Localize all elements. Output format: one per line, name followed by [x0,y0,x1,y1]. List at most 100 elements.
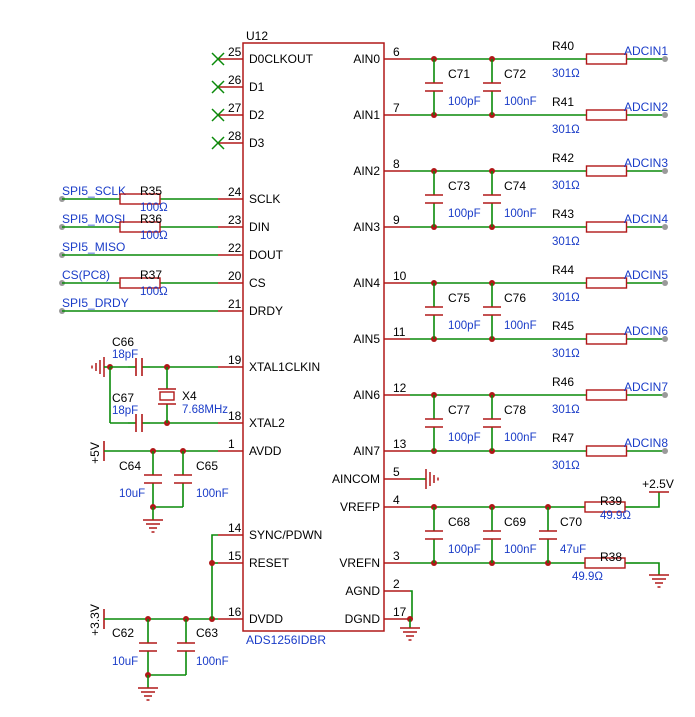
power-rail-label: +2.5V [642,477,674,491]
capacitor-refdes: C62 [112,626,134,640]
resistor-refdes: R47 [552,431,574,445]
ic-part-number: ADS1256IDBR [246,633,326,647]
power-rail-label: +3.3V [88,604,102,636]
pin-number: 22 [228,241,242,255]
pin-name: AIN4 [353,276,380,290]
net-port [662,336,668,342]
resistor-body [119,221,161,233]
ground-icon [425,469,439,489]
capacitor-refdes: C77 [448,403,470,417]
pin-number: 5 [393,465,400,479]
resistor-refdes: R41 [552,95,574,109]
net-port [662,56,668,62]
pin-number: 17 [393,605,407,619]
net-port [662,280,668,286]
pin-name: DIN [249,220,270,234]
capacitor-refdes: C72 [504,67,526,81]
pin-name: VREFP [340,500,380,514]
pin-name: D3 [249,136,265,150]
resistor-body [119,277,161,289]
pin-name: DGND [345,612,381,626]
capacitor-refdes: C68 [448,515,470,529]
pin-number: 6 [393,45,400,59]
pin-name: XTAL2 [249,416,285,430]
pin-number: 19 [228,353,242,367]
pin-name: SYNC/PDWN [249,528,322,542]
analog-input-filter: C71100pFC72100nFR40301ΩR41301ΩADCIN1ADCI… [410,39,668,136]
ground-icon [649,574,669,588]
wire [640,562,660,575]
pin-number: 14 [228,521,242,535]
resistor-refdes: R42 [552,151,574,165]
pin-name: AIN5 [353,332,380,346]
capacitor-value: 10uF [112,656,138,668]
power-rail-label: +5V [88,442,102,464]
net-label: SPI5_MOSI [62,212,125,226]
pin-number: 20 [228,269,242,283]
pin-number: 7 [393,101,400,115]
capacitor-refdes: C67 [112,391,134,405]
resistor-value: 301Ω [552,348,580,360]
capacitor-value: 100nF [504,320,537,332]
aincom-ground [410,469,439,489]
no-connect-icon [211,136,225,150]
capacitor-value: 100nF [504,544,537,556]
resistor-body [585,333,628,345]
pin-number: 26 [228,73,242,87]
capacitor-value: 10uF [119,488,145,500]
resistor-value: 100Ω [140,230,168,242]
vref-network: +2.5VR3949.9ΩR3849.9ΩC68100pFC69100nFC70… [410,477,674,588]
net-port [662,168,668,174]
resistor-value: 100Ω [140,202,168,214]
ground-icon [400,627,420,641]
pin-name: DOUT [249,248,284,262]
pin-name: AIN0 [353,52,380,66]
resistor-value: 301Ω [552,180,580,192]
resistor-refdes: R45 [552,319,574,333]
resistor-body [585,53,628,65]
capacitor-value: 18pF [112,405,138,417]
pin-name: AINCOM [332,472,380,486]
capacitor-refdes: C71 [448,67,470,81]
pin-number: 18 [228,409,242,423]
pin-number: 11 [393,325,406,339]
capacitor-refdes: C70 [560,515,582,529]
spi-net: SPI5_DRDY [59,296,218,314]
pin-number: 9 [393,213,400,227]
capacitor-refdes: C63 [196,626,218,640]
net-port [662,224,668,230]
net-label: CS(PC8) [62,268,110,282]
pin-number: 23 [228,213,242,227]
pin-name: AIN3 [353,220,380,234]
capacitor-value: 100pF [448,544,481,556]
resistor-value: 49.9Ω [572,571,603,583]
digital-ground [400,590,420,641]
pin-number: 15 [228,549,242,563]
pin-name: VREFN [339,556,380,570]
analog-input-filter: C77100pFC78100nFR46301ΩR47301ΩADCIN7ADCI… [410,375,668,472]
resistor-value: 301Ω [552,124,580,136]
pin-number: 28 [228,129,242,143]
pin-name: AIN1 [353,108,380,122]
net-label: ADCIN5 [624,268,668,282]
capacitor-refdes: C75 [448,291,470,305]
pin-number: 2 [393,577,400,591]
resistor-body [584,557,626,569]
wire [410,590,413,619]
resistor-refdes: R37 [140,268,162,282]
capacitor-refdes: C78 [504,403,526,417]
